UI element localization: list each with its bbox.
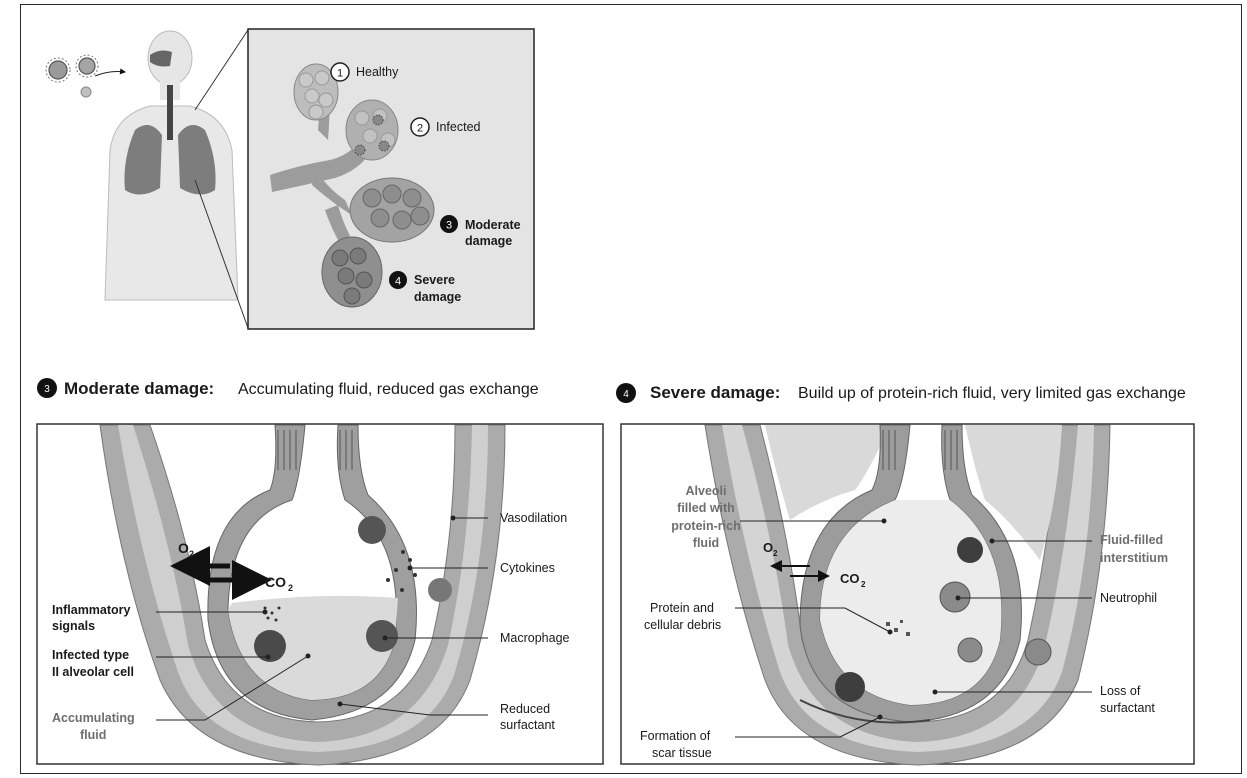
svg-text:cellular debris: cellular debris	[644, 618, 721, 632]
svg-text:4: 4	[395, 276, 401, 288]
label-protein-debris: Protein and	[650, 601, 714, 615]
label-loss-surfactant: Loss of	[1100, 684, 1141, 698]
stage-1-marker: 1 Healthy	[331, 63, 399, 81]
svg-text:3: 3	[44, 384, 50, 395]
svg-text:O: O	[763, 540, 773, 555]
macrophage-cell	[358, 516, 386, 544]
svg-text:surfactant: surfactant	[500, 718, 555, 732]
svg-text:fluid: fluid	[693, 536, 719, 550]
svg-text:damage: damage	[414, 290, 461, 304]
human-lungs-illustration	[46, 30, 248, 328]
svg-text:2: 2	[861, 580, 866, 589]
stage-1-label: Healthy	[356, 65, 399, 79]
label-infected-cell: Infected type	[52, 648, 129, 662]
severe-subtitle: Build up of protein-rich fluid, very lim…	[798, 385, 1186, 402]
svg-text:2: 2	[773, 549, 778, 558]
svg-text:interstitium: interstitium	[1100, 551, 1168, 565]
severe-title: Severe damage:	[650, 383, 780, 402]
label-scar-tissue: Formation of	[640, 729, 711, 743]
moderate-panel: O 2 CO 2 Vasodilation Cytokines Macropha…	[37, 424, 603, 765]
alveoli-infected	[346, 100, 398, 160]
svg-text:1: 1	[337, 68, 343, 80]
label-cytokines: Cytokines	[500, 561, 555, 575]
severe-panel: O 2 CO 2 Alveoli filled with protein-ric…	[621, 424, 1194, 765]
label-neutrophil: Neutrophil	[1100, 591, 1157, 605]
svg-text:3: 3	[446, 220, 452, 232]
label-vasodilation: Vasodilation	[500, 511, 567, 525]
svg-text:2: 2	[189, 549, 194, 559]
alveoli-severe	[322, 237, 382, 307]
macrophage-cell	[366, 620, 398, 652]
label-macrophage: Macrophage	[500, 631, 570, 645]
neutrophil-cell	[1025, 639, 1051, 665]
virus-icon	[46, 58, 70, 82]
neutrophil-cell	[940, 582, 970, 612]
moderate-subtitle: Accumulating fluid, reduced gas exchange	[238, 381, 539, 398]
alveoli-moderate	[350, 178, 434, 242]
svg-text:CO: CO	[265, 574, 286, 590]
stage-4-label: Severe	[414, 273, 455, 287]
svg-text:O: O	[178, 540, 189, 556]
moderate-title: Moderate damage:	[64, 379, 214, 398]
svg-text:2: 2	[288, 583, 293, 593]
svg-text:protein-rich: protein-rich	[671, 519, 740, 533]
label-alveoli-filled: Alveoli	[686, 484, 727, 498]
svg-text:2: 2	[417, 123, 423, 135]
virus-icon	[81, 87, 91, 97]
virus-icon	[76, 55, 98, 77]
lung-zoom-panel: 1 Healthy 2 Infected 3 Moderate damage 4…	[248, 29, 534, 329]
svg-text:filled with: filled with	[677, 501, 735, 515]
stage-2-marker: 2 Infected	[411, 118, 481, 136]
svg-text:signals: signals	[52, 619, 95, 633]
svg-text:surfactant: surfactant	[1100, 701, 1155, 715]
svg-text:II alveolar cell: II alveolar cell	[52, 665, 134, 679]
severe-header: 4 Severe damage: Build up of protein-ric…	[616, 383, 1186, 403]
svg-text:CO: CO	[840, 571, 860, 586]
svg-text:damage: damage	[465, 234, 512, 248]
stage-3-label: Moderate	[465, 218, 521, 232]
svg-text:scar tissue: scar tissue	[652, 746, 712, 760]
label-fluid-interstitium: Fluid-filled	[1100, 533, 1163, 547]
svg-text:4: 4	[623, 389, 629, 400]
label-inflammatory-signals: Inflammatory	[52, 603, 131, 617]
label-reduced-surfactant: Reduced	[500, 702, 550, 716]
label-accumulating-fluid: Accumulating	[52, 711, 135, 725]
stage-2-label: Infected	[436, 120, 481, 134]
svg-text:fluid: fluid	[80, 728, 106, 742]
moderate-header: 3 Moderate damage: Accumulating fluid, r…	[37, 378, 539, 398]
